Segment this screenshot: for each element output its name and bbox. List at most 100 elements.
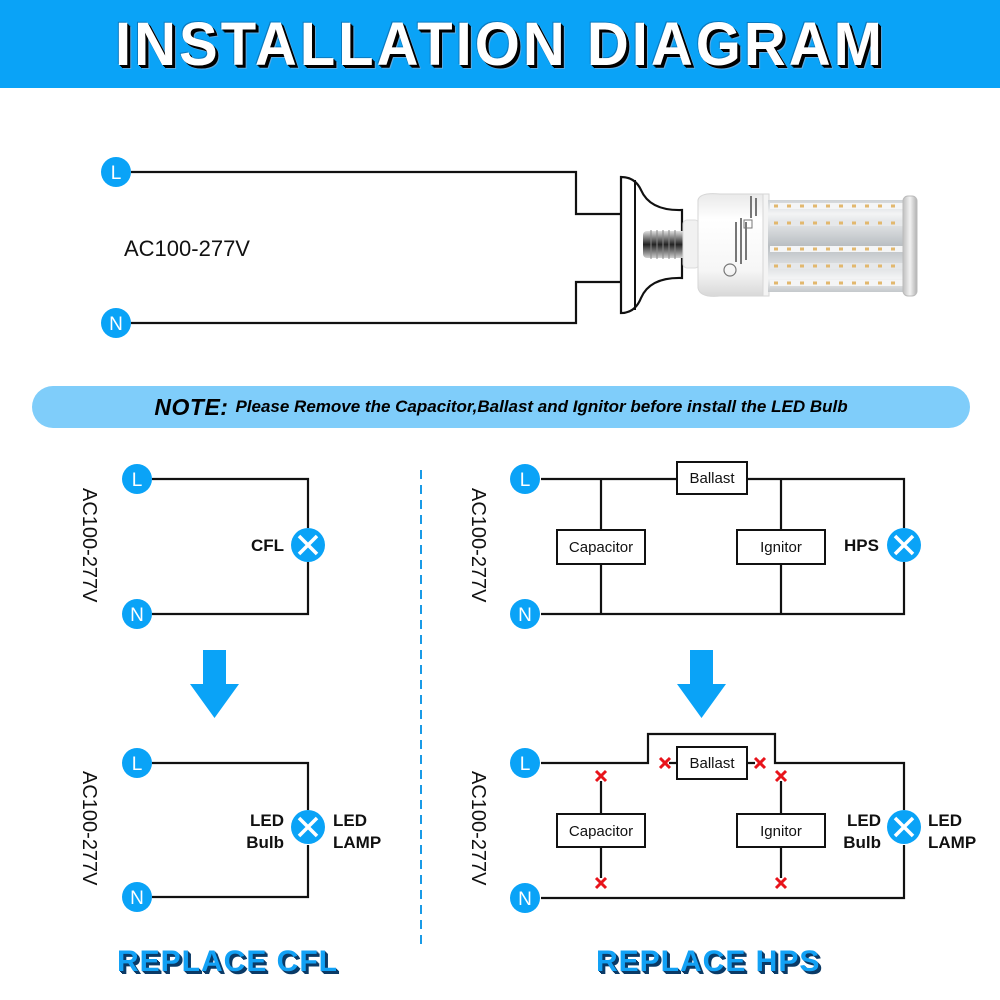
ballast-box: Ballast [676, 461, 748, 495]
led-chip [865, 281, 869, 285]
led-chip [865, 264, 869, 268]
led-lamp-label-line1: LED [333, 811, 367, 830]
ignitor-box: Ignitor [736, 813, 826, 848]
cfl-after-voltage-label: AC100-277V [78, 771, 100, 886]
led-chip [826, 247, 830, 251]
hps-before-circuit: Ballast Capacitor Ignitor L N AC100-277V… [467, 461, 921, 629]
cfl-after-neutral-wire [152, 845, 310, 899]
led-chip [800, 247, 804, 251]
ignitor-box: Ignitor [736, 529, 826, 565]
led-chip-rows [770, 203, 904, 286]
terminal-n-circle [101, 308, 131, 338]
led-chip [826, 221, 830, 225]
svg-text:N: N [130, 605, 144, 626]
main-neutral-wire [131, 280, 621, 325]
led-chip [813, 247, 817, 251]
lamp-symbol-icon [887, 810, 921, 844]
led-chip [826, 264, 830, 268]
terminal-l: L [510, 464, 540, 494]
led-strip [770, 220, 904, 226]
terminal-n: N [510, 883, 540, 913]
capacitor-box: Capacitor [556, 529, 646, 565]
led-chip [878, 281, 882, 285]
led-chip [800, 281, 804, 285]
led-chip [774, 281, 778, 285]
led-bulb-label-line2: Bulb [246, 833, 284, 852]
removed-marks [594, 756, 788, 890]
svg-text:Capacitor: Capacitor [569, 539, 633, 556]
red-x-icon [753, 756, 767, 770]
led-lamp-label-line1: LED [928, 811, 962, 830]
led-chip [852, 247, 856, 251]
red-x-icon [594, 769, 608, 783]
led-chip [839, 264, 843, 268]
led-strip [770, 263, 904, 269]
led-bulb-label-line1: LED [250, 811, 284, 830]
led-bulb-label-line1: LED [847, 811, 881, 830]
bulb-label-print [723, 196, 757, 277]
terminal-l: L [510, 748, 540, 778]
terminal-l-circle [101, 157, 131, 187]
note-text: Please Remove the Capacitor,Ballast and … [235, 397, 848, 416]
led-chip [878, 247, 882, 251]
svg-text:Ballast: Ballast [689, 470, 735, 487]
terminal-l-letter: L [111, 163, 122, 184]
led-chip [826, 204, 830, 208]
svg-text:L: L [132, 754, 143, 775]
led-chip [891, 204, 895, 208]
svg-text:L: L [520, 754, 531, 775]
led-chip [774, 204, 778, 208]
cfl-after-live-wire [152, 761, 310, 810]
main-voltage-label: AC100-277V [124, 236, 250, 261]
led-chip [865, 221, 869, 225]
terminal-n: N [122, 599, 152, 629]
led-chip [774, 247, 778, 251]
cfl-before-voltage-label: AC100-277V [78, 488, 100, 603]
led-chip [852, 221, 856, 225]
led-chip [891, 247, 895, 251]
replace-cfl-title: REPLACE CFL [117, 945, 338, 978]
led-chip [813, 221, 817, 225]
note-label: NOTE: [154, 393, 229, 420]
lamp-symbol-icon [887, 528, 921, 562]
svg-text:L: L [132, 470, 143, 491]
page-title: INSTALLATION DIAGRAM [115, 9, 885, 79]
led-strip [770, 246, 904, 252]
ballast-box: Ballast [676, 746, 748, 780]
red-x-icon [774, 769, 788, 783]
cfl-before-live-wire [152, 477, 310, 528]
led-chip [813, 204, 817, 208]
led-strip [770, 280, 904, 286]
cfl-before-circuit: L N AC100-277V CFL [78, 464, 325, 629]
led-chip [813, 281, 817, 285]
led-chip [787, 281, 791, 285]
led-chip [891, 264, 895, 268]
led-chip [852, 264, 856, 268]
svg-text:N: N [518, 605, 532, 626]
hps-lamp-label: HPS [844, 536, 879, 555]
note-banner: NOTE: Please Remove the Capacitor,Ballas… [32, 386, 970, 428]
down-arrow-icon [190, 650, 239, 718]
terminal-n: N [510, 599, 540, 629]
led-chip [839, 281, 843, 285]
terminal-l: L [101, 157, 131, 187]
main-circuit: L N AC100-277V [101, 157, 918, 338]
cfl-after-circuit: L N AC100-277V LED Bulb LED LAMP [78, 748, 381, 912]
led-chip [865, 247, 869, 251]
main-live-wire [131, 170, 621, 216]
terminal-n-letter: N [109, 314, 123, 335]
capacitor-box: Capacitor [556, 813, 646, 848]
led-chip [891, 221, 895, 225]
led-chip [839, 204, 843, 208]
led-chip [852, 204, 856, 208]
led-chip [891, 281, 895, 285]
led-chip [839, 247, 843, 251]
led-chip [839, 221, 843, 225]
replace-hps-title: REPLACE HPS [596, 945, 821, 978]
red-x-icon [594, 876, 608, 890]
led-corn-bulb-icon [643, 193, 918, 297]
terminal-n: N [101, 308, 131, 338]
hps-after-live-bypass-wire [541, 732, 906, 810]
svg-text:Ignitor: Ignitor [760, 823, 802, 840]
led-lamp-label-line2: LAMP [333, 833, 381, 852]
